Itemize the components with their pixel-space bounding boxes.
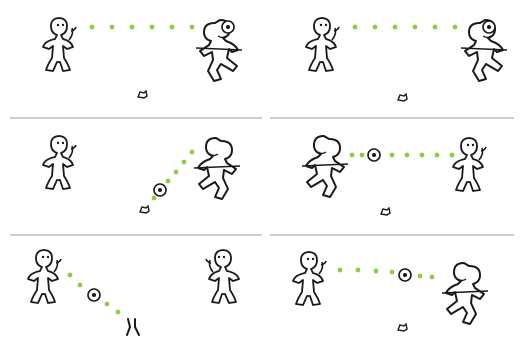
trajectory-dots: [350, 153, 455, 158]
panel-top-left: [43, 18, 242, 98]
ball-icon: [368, 149, 380, 161]
running-figure-icon: [302, 136, 348, 197]
panel-bottom-left: [28, 250, 239, 335]
standing-figure-icon: [453, 138, 486, 191]
trajectory-dots: [353, 25, 458, 30]
small-object-icon: [138, 91, 147, 98]
standing-figure-icon: [306, 18, 339, 71]
ball-icon: [399, 269, 411, 281]
kicking-figure-icon: [196, 20, 242, 81]
standing-figure-icon: [43, 18, 76, 71]
running-figure-icon: [194, 138, 240, 199]
standing-figure-icon: [28, 250, 61, 303]
standing-figure-icon: [206, 250, 239, 303]
ball-icon: [222, 21, 234, 33]
ball-icon: [154, 184, 166, 196]
falling-figure-icon: [127, 319, 139, 335]
running-figure-icon: [442, 263, 488, 324]
ball-icon: [483, 21, 495, 33]
panel-middle-right: [302, 136, 486, 215]
panel-bottom-right: [293, 252, 488, 331]
small-object-icon: [398, 94, 407, 101]
panel-middle-left: [43, 136, 240, 213]
standing-figure-icon: [293, 252, 326, 305]
standing-figure-icon: [43, 136, 76, 189]
trajectory-dots: [338, 268, 435, 280]
trajectory-dots: [90, 25, 195, 30]
small-object-icon: [398, 324, 407, 331]
small-object-icon: [381, 208, 390, 215]
ball-icon: [88, 289, 100, 301]
panel-top-right: [306, 18, 507, 101]
small-object-icon: [140, 206, 149, 213]
